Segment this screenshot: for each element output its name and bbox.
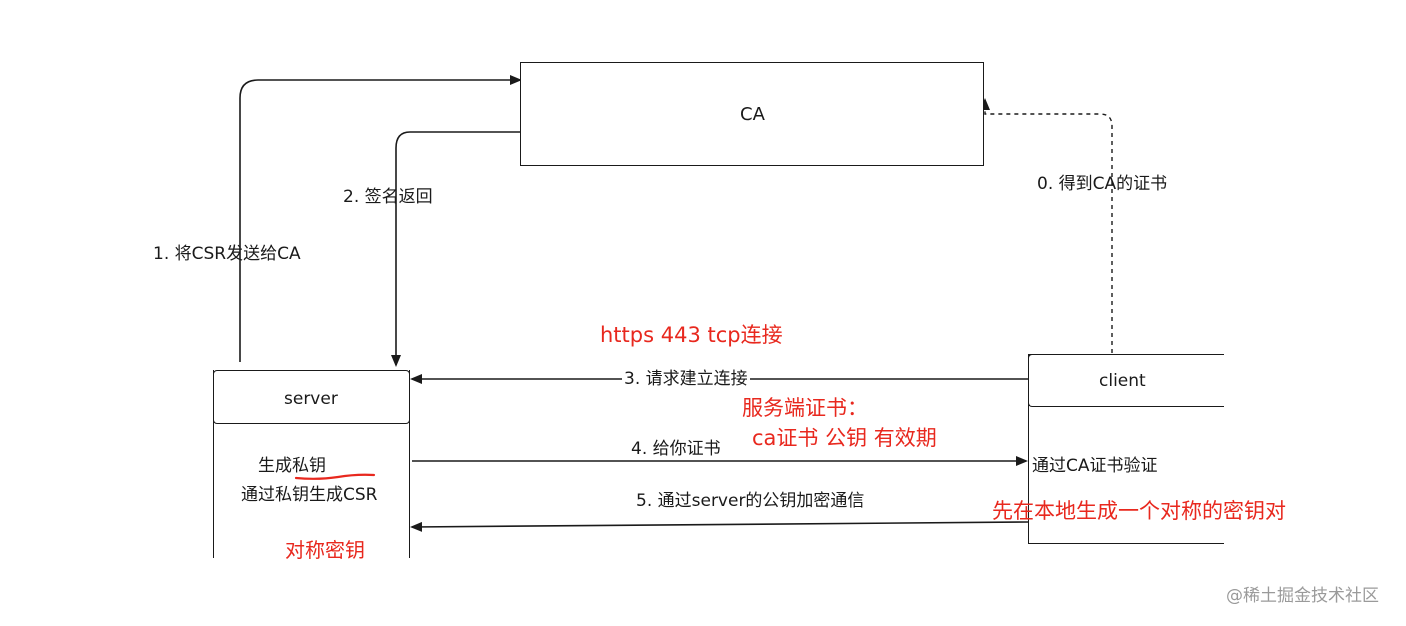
watermark: @稀土掘金技术社区 [1226,586,1379,606]
arrow-step2-ca-to-server [391,131,520,367]
client-verify-ca-cert: 通过CA证书验证 [1032,456,1158,476]
server-box-label: server [284,389,338,409]
https-annotation: https 443 tcp连接 [600,323,783,347]
private-key-underline [294,473,376,480]
server-generate-private-key: 生成私钥 [258,456,326,476]
client-box-header [1028,354,1224,407]
step0-label: 0. 得到CA的证书 [1037,174,1168,194]
server-box [213,370,410,558]
client-symmetric-key-note: 先在本地生成一个对称的密钥对 [992,499,1286,523]
step4-label: 4. 给你证书 [631,439,721,459]
server-generate-csr: 通过私钥生成CSR [241,485,378,505]
ca-box [520,62,984,166]
server-box-header [213,370,410,424]
arrow-step5-client-to-server [410,521,1029,532]
arrow-step1-server-to-ca [239,75,522,362]
server-symmetric-key-note: 对称密钥 [285,538,365,562]
client-box-label: client [1099,371,1146,391]
step2-label: 2. 签名返回 [343,187,433,207]
server-cert-title: 服务端证书： [742,396,868,420]
step3-label: 3. 请求建立连接 [622,369,750,389]
server-cert-content: ca证书 公钥 有效期 [752,426,937,450]
ca-box-label: CA [740,104,765,125]
step1-label: 1. 将CSR发送给CA [153,244,301,264]
arrow-step0-client-to-ca [980,98,1113,353]
step5-label: 5. 通过server的公钥加密通信 [636,491,865,511]
